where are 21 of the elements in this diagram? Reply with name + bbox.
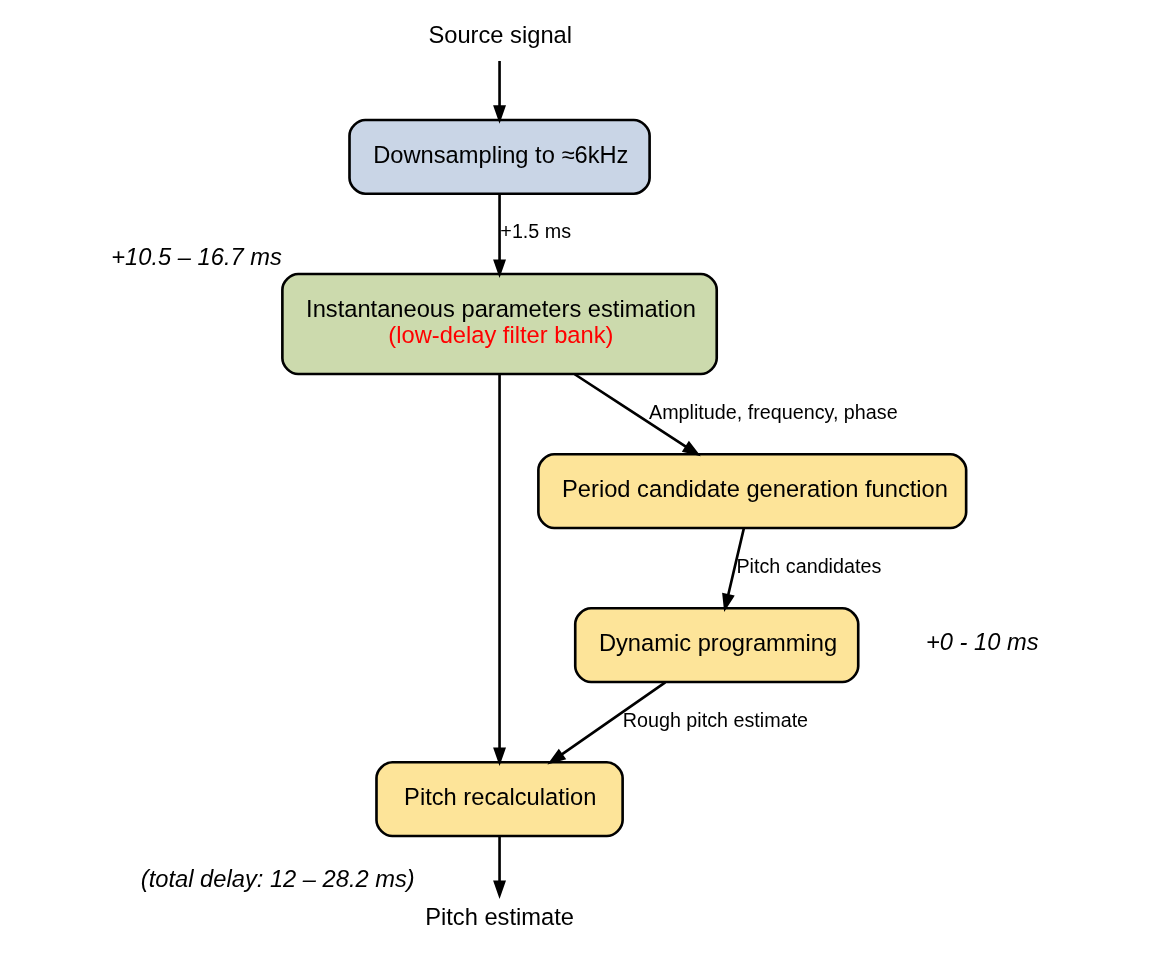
arrow — [546, 681, 666, 765]
arrow — [492, 374, 506, 766]
arrow — [492, 60, 506, 124]
arrow — [721, 528, 745, 613]
arrow — [492, 836, 506, 899]
node-box: Instantaneous parameters estimation (low-delay filter bank) — [280, 272, 718, 376]
label: +0 - 10 ms — [925, 628, 1039, 655]
edge-label: Pitch candidates — [735, 554, 881, 577]
arrow — [573, 373, 701, 457]
node-box: Downsampling to ≈6kHz — [347, 118, 651, 195]
edge-label: Rough pitch estimate — [622, 708, 808, 731]
arrow — [492, 193, 506, 278]
edge-label: +1.5 ms — [499, 220, 571, 243]
edge-label: Amplitude, frequency, phase — [648, 400, 898, 423]
node-label: +10.5 – 16.7 ms — [110, 244, 282, 271]
node-box: Dynamic programming — [573, 607, 860, 684]
node-box: Period candidate generation function — [536, 453, 967, 530]
node-text: Source signal — [427, 21, 572, 48]
node-text: Pitch estimate — [424, 903, 574, 930]
node-label: (total delay: 12 – 28.2 ms) — [140, 865, 415, 892]
node-box: Pitch recalculation — [374, 761, 624, 838]
